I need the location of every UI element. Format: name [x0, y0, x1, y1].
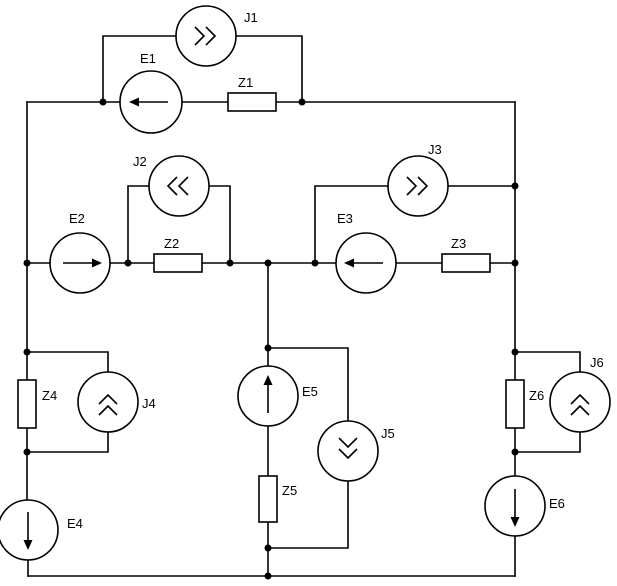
junction-dot: [264, 544, 272, 552]
current-source-j1: [175, 5, 237, 67]
label-e6: E6: [549, 496, 565, 511]
voltage-source-e4: [0, 499, 59, 561]
junction-dot: [511, 348, 519, 356]
label-z4: Z4: [42, 388, 57, 403]
wire-j1-loop-right: [235, 35, 303, 103]
label-e2: E2: [69, 211, 85, 226]
wire-j5-bottom: [267, 480, 349, 549]
current-source-j5: [317, 420, 379, 482]
junction-dot: [264, 344, 272, 352]
wire-j2-loop-left: [127, 185, 150, 264]
resistor-z1: [227, 92, 277, 112]
junction-dots: [23, 98, 519, 580]
label-z3: Z3: [451, 236, 466, 251]
junction-dot: [264, 259, 272, 267]
label-j3: J3: [428, 142, 442, 157]
wire-j4-top: [26, 351, 109, 373]
wire-j6-bottom: [514, 431, 581, 453]
label-e5: E5: [302, 384, 318, 399]
wire-j2-loop-right: [208, 185, 231, 264]
voltage-source-e1: [119, 70, 183, 134]
current-source-j3: [387, 155, 449, 217]
resistor-z5: [258, 475, 278, 523]
junction-dot: [226, 259, 234, 267]
junction-dot: [511, 259, 519, 267]
voltage-source-e6: [484, 475, 546, 537]
junction-dot: [23, 259, 31, 267]
label-z5: Z5: [282, 483, 297, 498]
junction-dot: [23, 448, 31, 456]
label-e4: E4: [67, 516, 83, 531]
wires: [26, 35, 581, 577]
current-source-j2: [148, 155, 210, 217]
voltage-source-e5: [237, 365, 299, 427]
wire-j3-loop-left: [314, 185, 389, 264]
junction-dot: [99, 98, 107, 106]
resistor-z3: [441, 253, 491, 273]
current-source-j6: [549, 371, 611, 433]
resistor-z4: [17, 379, 37, 429]
junction-dot: [124, 259, 132, 267]
label-j5: J5: [381, 426, 395, 441]
current-source-j4: [77, 371, 139, 433]
label-j6: J6: [590, 355, 604, 370]
junction-dot: [311, 259, 319, 267]
wire-j6-top: [514, 351, 581, 373]
label-z6: Z6: [529, 388, 544, 403]
junction-dot: [264, 572, 272, 580]
junction-dot: [511, 182, 519, 190]
label-j4: J4: [142, 396, 156, 411]
wire-j4-bottom: [26, 431, 109, 453]
junction-dot: [511, 448, 519, 456]
label-e3: E3: [337, 211, 353, 226]
junction-dot: [298, 98, 306, 106]
label-e1: E1: [140, 51, 156, 66]
resistor-z6: [505, 379, 525, 429]
voltage-source-e2: [49, 232, 111, 294]
label-z1: Z1: [238, 75, 253, 90]
label-j1: J1: [244, 10, 258, 25]
resistor-z2: [153, 253, 203, 273]
wire-j5-top: [267, 347, 349, 422]
junction-dot: [23, 348, 31, 356]
label-z2: Z2: [164, 236, 179, 251]
label-j2: J2: [133, 154, 147, 169]
component-labels: J1 E1 Z1 J2 E2 Z2 J3 E3 Z3 Z4 J4 E4 E5 J…: [42, 10, 604, 531]
wire-j1-loop-left: [102, 35, 177, 103]
voltage-source-e3: [335, 232, 397, 294]
